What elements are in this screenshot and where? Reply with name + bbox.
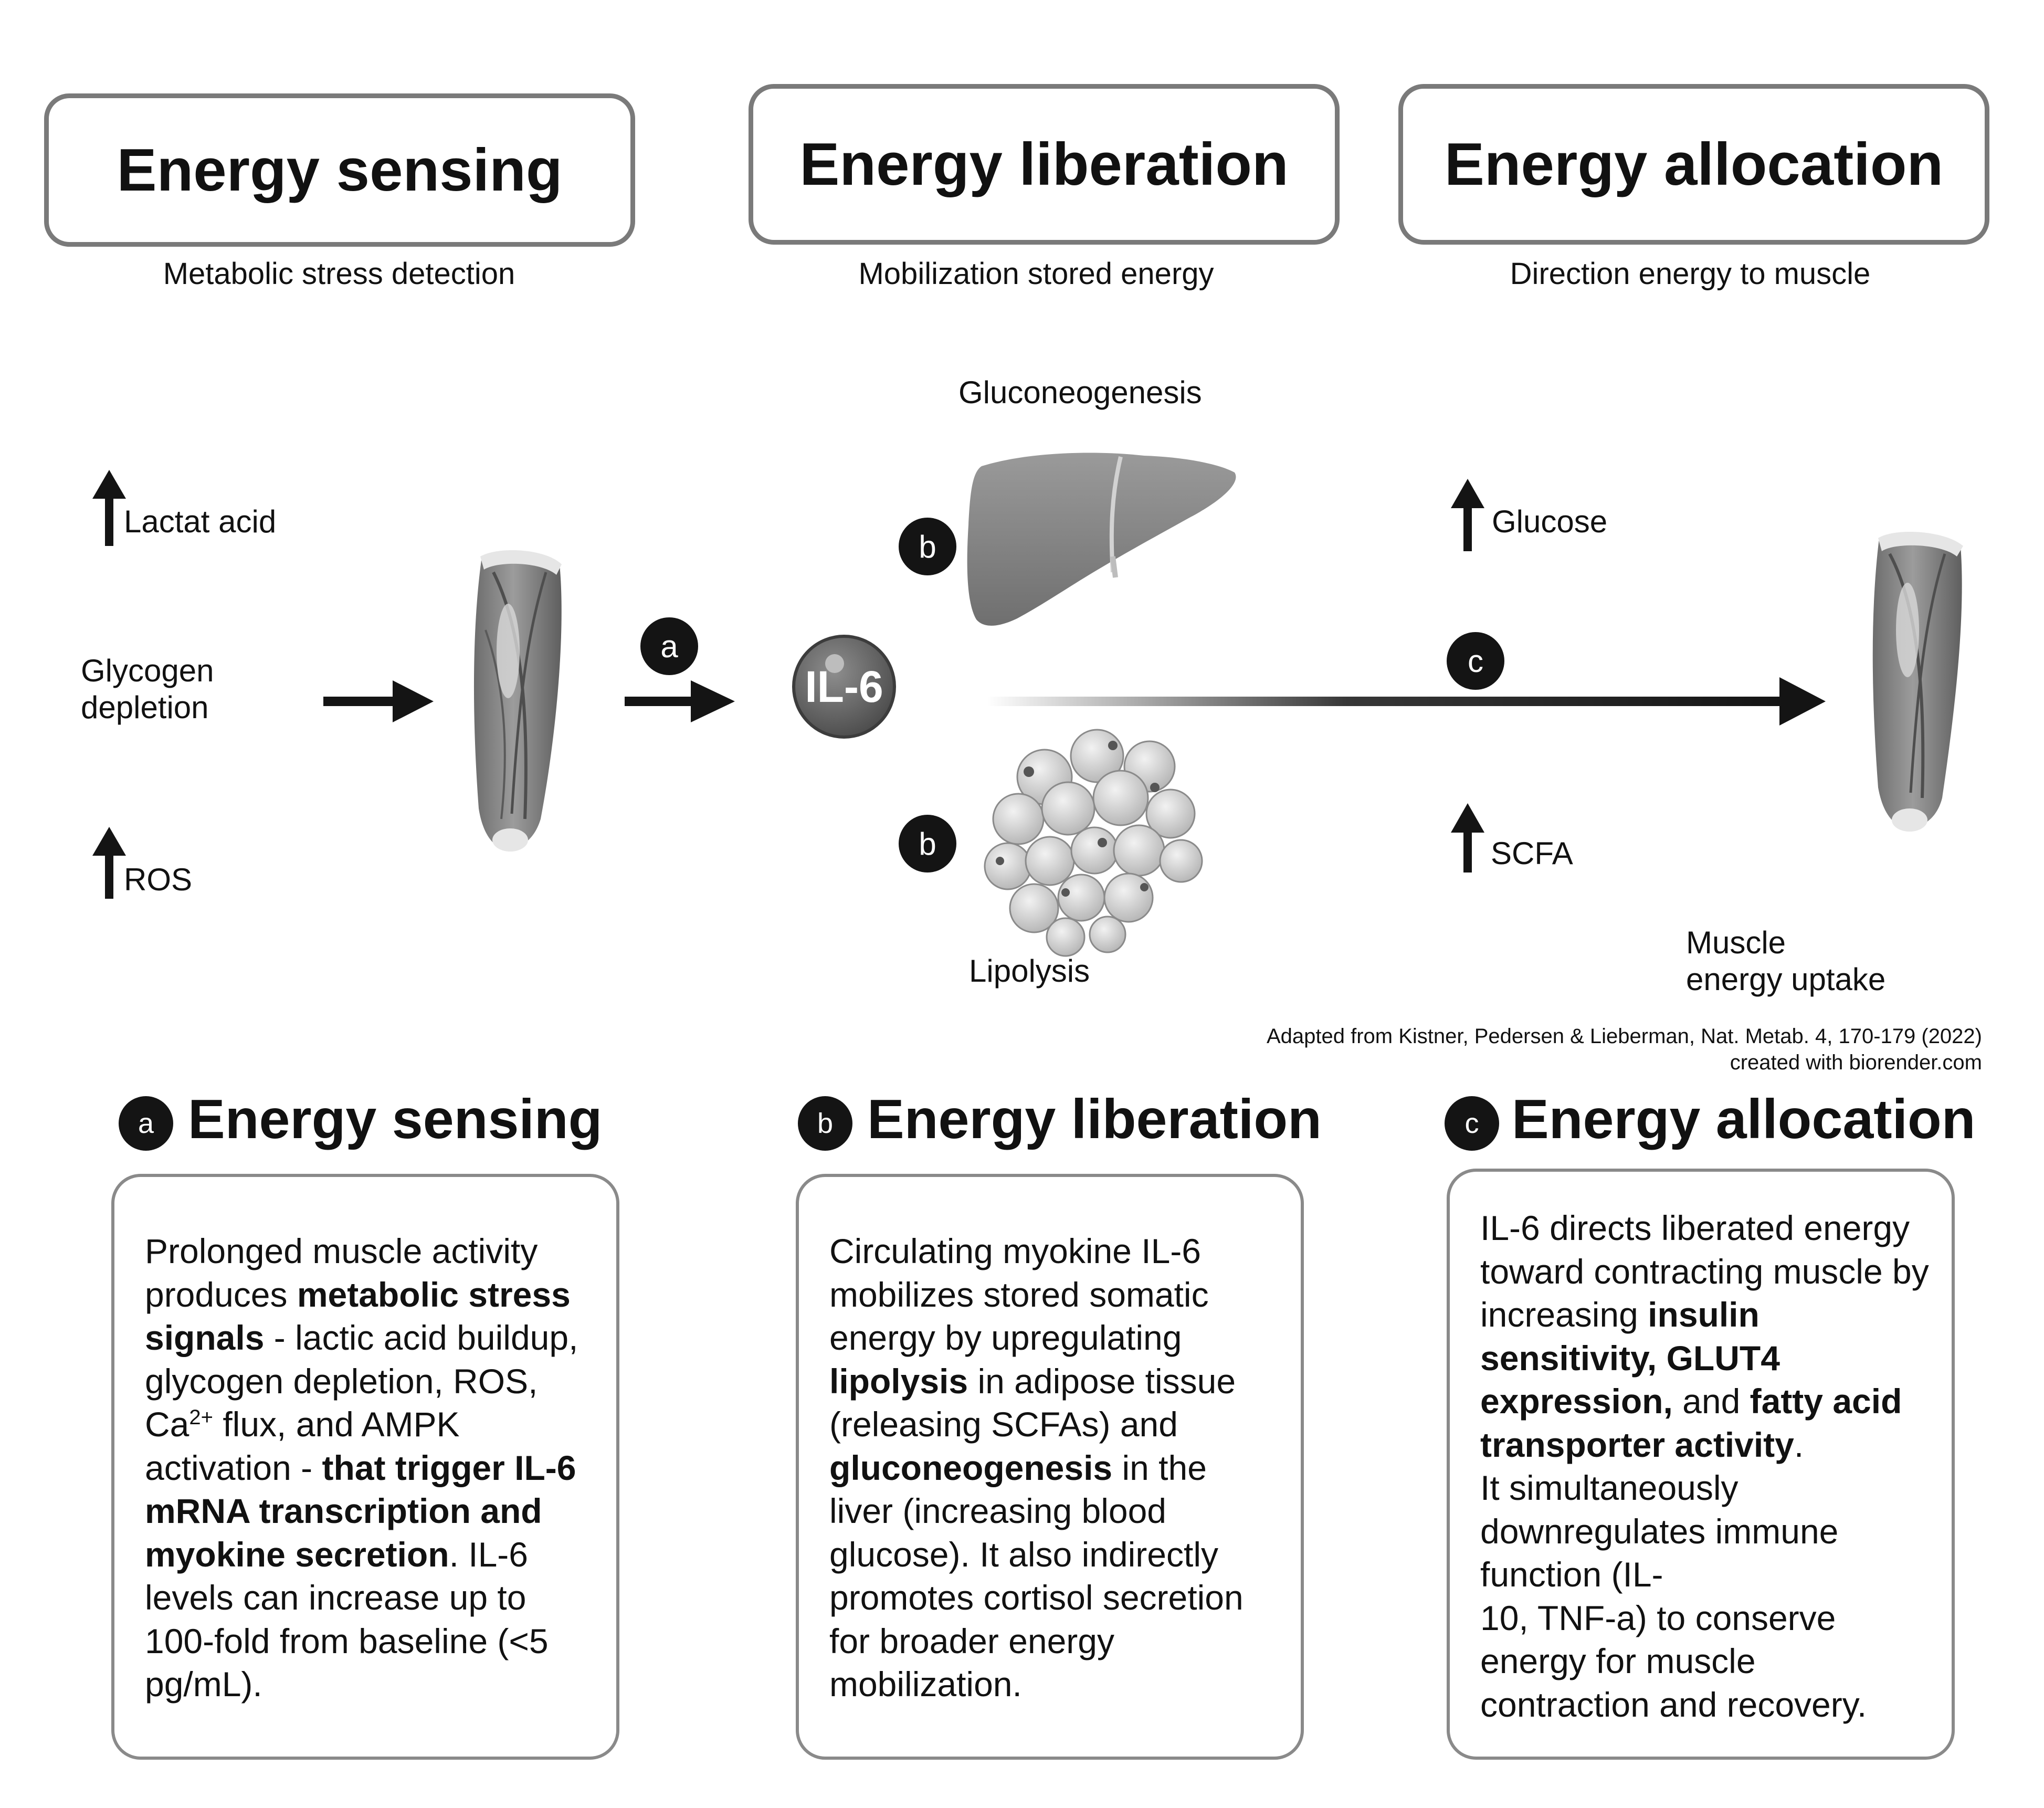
lactat-acid-label: Lactat acid bbox=[124, 504, 277, 539]
panel-energy-liberation: Circulating myokine IL-6 mobilizes store… bbox=[796, 1174, 1304, 1760]
header-energy-liberation: Energy liberation bbox=[749, 84, 1340, 245]
header-title: Energy allocation bbox=[1444, 131, 1944, 198]
badge-c: c bbox=[1447, 632, 1504, 690]
section-title-energy-liberation: Energy liberation bbox=[867, 1088, 1322, 1150]
adipose-tissue-icon bbox=[984, 729, 1203, 957]
muscle-icon bbox=[1872, 532, 1963, 832]
header-subtitle: Direction energy to muscle bbox=[1510, 257, 1871, 291]
arrow-up-icon bbox=[1451, 803, 1484, 873]
section-title-energy-allocation: Energy allocation bbox=[1512, 1088, 1976, 1150]
gluconeogenesis-label: Gluconeogenesis bbox=[958, 375, 1202, 410]
badge-a: a bbox=[640, 617, 698, 675]
lipolysis-label: Lipolysis bbox=[969, 953, 1090, 989]
badge-b: b bbox=[899, 815, 956, 873]
glucose-label: Glucose bbox=[1492, 504, 1608, 539]
panel-energy-sensing: Prolonged muscle activity produces metab… bbox=[111, 1174, 619, 1760]
arrow-long-right-icon bbox=[987, 677, 1826, 726]
glycogen-label-line2: depletion bbox=[81, 690, 209, 725]
panel-text-immune: It simultaneously downregulates immune f… bbox=[1480, 1468, 1867, 1724]
header-energy-sensing: Energy sensing bbox=[44, 93, 635, 247]
muscle-uptake-label-line1: Muscle bbox=[1686, 925, 1786, 960]
header-subtitle: Mobilization stored energy bbox=[858, 257, 1214, 291]
panel-text: Prolonged muscle activity produces metab… bbox=[145, 1232, 578, 1704]
liver-icon bbox=[967, 453, 1236, 626]
il6-label: IL-6 bbox=[805, 662, 883, 711]
header-title: Energy liberation bbox=[799, 131, 1289, 198]
muscle-icon bbox=[473, 550, 562, 852]
arrow-up-icon bbox=[92, 470, 126, 546]
arrow-right-icon bbox=[625, 680, 735, 722]
arrow-right-icon bbox=[323, 680, 434, 722]
ros-label: ROS bbox=[124, 862, 193, 897]
panel-energy-allocation: IL-6 directs liberated energy toward con… bbox=[1447, 1169, 1955, 1760]
muscle-uptake-label-line2: energy uptake bbox=[1686, 962, 1886, 997]
header-subtitle: Metabolic stress detection bbox=[163, 257, 515, 291]
section-badge-c: c bbox=[1445, 1096, 1499, 1151]
section-badge-a: a bbox=[119, 1096, 173, 1151]
scfa-label: SCFA bbox=[1491, 836, 1573, 871]
credit-tool: created with biorender.com bbox=[1730, 1051, 1982, 1074]
arrow-up-icon bbox=[92, 827, 126, 899]
credit-source: Adapted from Kistner, Pedersen & Lieberm… bbox=[1266, 1025, 1982, 1048]
badge-b: b bbox=[899, 518, 956, 575]
panel-text: Circulating myokine IL-6 mobilizes store… bbox=[829, 1232, 1244, 1704]
panel-text: IL-6 directs liberated energy toward con… bbox=[1480, 1208, 1929, 1464]
section-badge-b: b bbox=[798, 1096, 852, 1151]
section-title-energy-sensing: Energy sensing bbox=[188, 1088, 603, 1150]
glycogen-label-line1: Glycogen bbox=[81, 653, 214, 688]
il6-molecule-icon bbox=[792, 635, 896, 739]
arrow-up-icon bbox=[1451, 479, 1484, 551]
header-title: Energy sensing bbox=[117, 136, 563, 204]
header-energy-allocation: Energy allocation bbox=[1398, 84, 1989, 245]
